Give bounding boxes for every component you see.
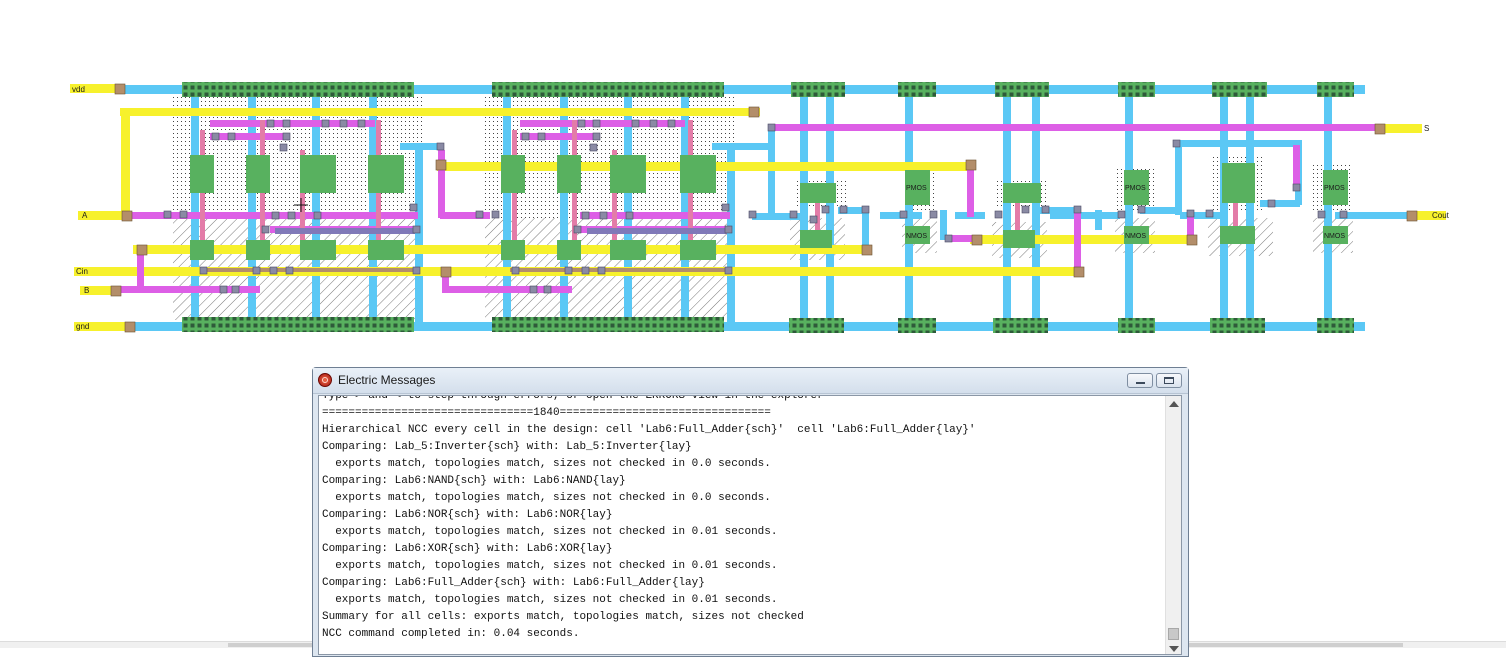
message-line: exports match, topologies match, sizes n… xyxy=(322,526,778,538)
message-line: ================================1840====… xyxy=(322,407,771,419)
message-line: exports match, topologies match, sizes n… xyxy=(322,458,771,470)
vertical-scrollbar[interactable] xyxy=(1165,396,1181,654)
net-label-cout: Cout xyxy=(1432,211,1450,220)
vias xyxy=(110,83,1418,333)
transistors xyxy=(190,155,1348,260)
minimize-button[interactable] xyxy=(1127,373,1153,388)
message-line: exports match, topologies match, sizes n… xyxy=(322,492,771,504)
message-line: Comparing: Lab_5:Inverter{sch} with: Lab… xyxy=(322,441,692,453)
message-line: exports match, topologies match, sizes n… xyxy=(322,560,778,572)
message-line: exports match, topologies match, sizes n… xyxy=(322,594,778,606)
message-line: NCC command completed in: 0.04 seconds. xyxy=(322,628,580,640)
metal-contacts xyxy=(163,119,1348,294)
messages-text-area[interactable]: Type > and < to step through errors, or … xyxy=(318,395,1182,655)
electric-app-icon xyxy=(318,373,332,387)
message-line: Summary for all cells: exports match, to… xyxy=(322,611,804,623)
message-line: Comparing: Lab6:NOR{sch} with: Lab6:NOR{… xyxy=(322,509,613,521)
nmos-label: NMOS xyxy=(1125,233,1146,240)
net-label-s: S xyxy=(1424,124,1429,133)
contact-arrays xyxy=(182,82,1354,333)
vertical-scrollbar-thumb[interactable] xyxy=(1168,628,1179,640)
diffusion-layer xyxy=(200,268,730,272)
nselect-layer xyxy=(275,228,727,234)
pmos-label: PMOS xyxy=(1125,185,1146,192)
device-labels: PMOS NMOS PMOS NMOS PMOS NMOS xyxy=(906,185,1345,240)
maximize-button[interactable] xyxy=(1156,373,1182,388)
messages-window-title: Electric Messages xyxy=(338,373,436,387)
net-label-b: B xyxy=(84,286,89,295)
net-label-cin: Cin xyxy=(76,267,88,276)
message-line: Comparing: Lab6:XOR{sch} with: Lab6:XOR{… xyxy=(322,543,613,555)
message-line: Comparing: Lab6:NAND{sch} with: Lab6:NAN… xyxy=(322,475,626,487)
messages-window-titlebar[interactable]: Electric Messages xyxy=(313,368,1188,394)
crosshair-cursor-icon xyxy=(294,198,308,212)
net-label-vdd: vdd xyxy=(72,85,85,94)
message-line: Hierarchical NCC every cell in the desig… xyxy=(322,424,976,436)
pmos-label: PMOS xyxy=(906,185,927,192)
scroll-up-arrow-icon[interactable] xyxy=(1169,401,1179,407)
nmos-label: NMOS xyxy=(906,233,927,240)
messages-log: Type > and < to step through errors, or … xyxy=(322,395,976,643)
net-label-a: A xyxy=(82,211,88,220)
pmos-label: PMOS xyxy=(1324,185,1345,192)
net-label-gnd: gnd xyxy=(76,322,89,331)
nmos-label: NMOS xyxy=(1324,233,1345,240)
message-line: Comparing: Lab6:Full_Adder{sch} with: La… xyxy=(322,577,705,589)
net-labels: vdd A Cin B gnd S Cout xyxy=(72,85,1450,331)
messages-window[interactable]: Electric Messages Type > and < to step t… xyxy=(312,367,1189,657)
message-line: Type > and < to step through errors, or … xyxy=(322,395,824,402)
